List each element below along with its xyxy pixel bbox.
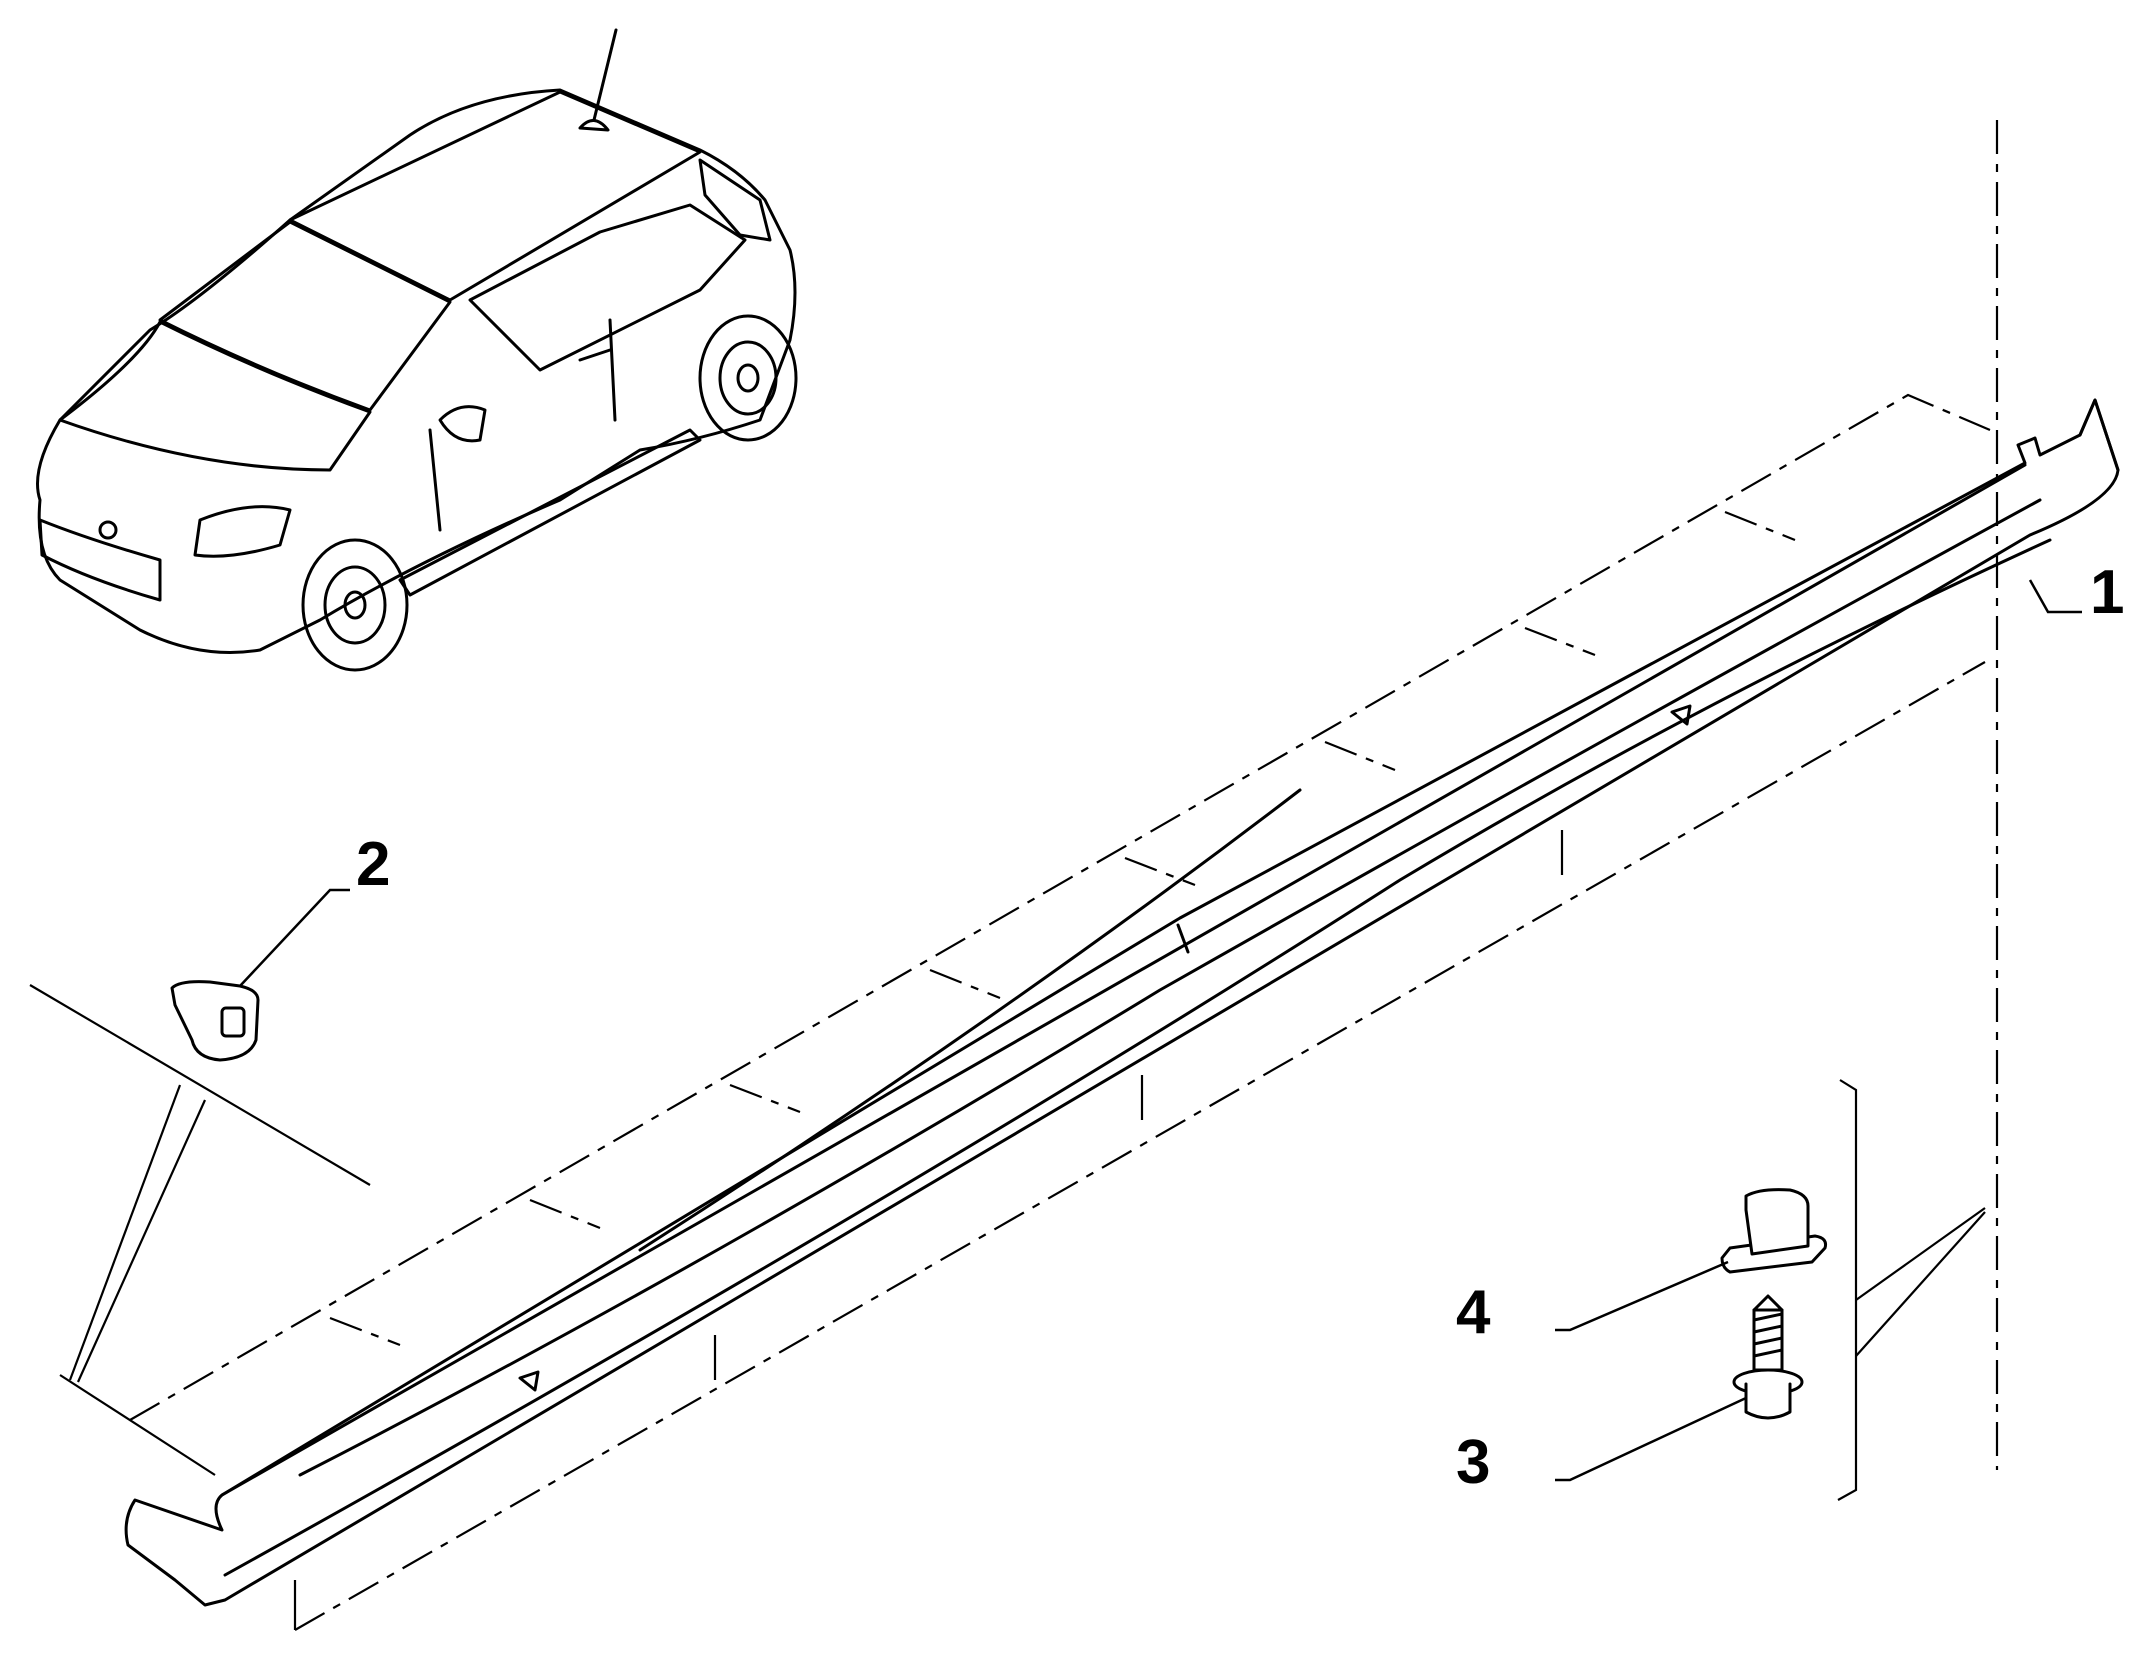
car-headlight: [193, 505, 292, 558]
car-side-window: [468, 203, 747, 372]
side-skirt-edge-lower: [223, 538, 2052, 1577]
leader-4: [1555, 1260, 1729, 1332]
screw-head: [1744, 1382, 1792, 1420]
car-badge: [98, 520, 118, 540]
side-skirt-end-cap: [2078, 398, 2120, 472]
car-side-sill: [398, 428, 702, 597]
side-skirt-logo-front: [518, 1370, 540, 1392]
push-clip-body: [170, 980, 260, 1062]
side-skirt-body: [124, 398, 2120, 1607]
callout-3: 3: [1456, 1428, 1491, 1497]
clip-nut-part: [1720, 1188, 1827, 1274]
car-illustration: [36, 28, 798, 672]
car-rear-window: [698, 158, 772, 242]
side-skirt-edge-upper: [220, 463, 2027, 1497]
car-bonnet: [58, 320, 372, 472]
car-windscreen: [158, 220, 452, 412]
screw-thread: [1752, 1312, 1784, 1358]
guide-rungs: [329, 510, 1796, 1347]
side-skirt-logo-rear: [1670, 704, 1692, 726]
side-skirt-part: [124, 398, 2120, 1607]
car-door-handle: [578, 348, 612, 362]
car-body-outline: [36, 88, 797, 654]
screw-part: [1732, 1294, 1804, 1420]
car-grille: [38, 518, 162, 602]
side-skirt-edge-mid: [298, 498, 2042, 1477]
car-front-wheel: [301, 538, 409, 672]
push-clip-part: [170, 980, 260, 1062]
push-clip-slot: [220, 1006, 246, 1038]
side-skirt-crease: [638, 788, 1302, 1252]
left-bracket: [29, 984, 371, 1476]
assembly-guide-lines: [129, 120, 1999, 1631]
screw-tip: [1752, 1294, 1784, 1312]
car-rear-wheel: [698, 314, 798, 442]
leader-2: [239, 888, 350, 987]
upper-guide-line: [129, 393, 1991, 1421]
leader-3: [1555, 1396, 1747, 1482]
lower-guide-line: [294, 661, 1986, 1631]
car-mirror: [438, 405, 487, 443]
callout-1: 1: [2090, 558, 2125, 627]
side-skirt-tab: [1176, 923, 1190, 954]
callout-2: 2: [356, 830, 391, 899]
car-roof: [288, 90, 702, 302]
callout-leaders: [239, 579, 2082, 1482]
clip-nut-body: [1744, 1188, 1810, 1256]
car-door-line: [428, 318, 617, 532]
callout-4: 4: [1456, 1278, 1491, 1347]
right-bracket: [1837, 1079, 1986, 1501]
guide-ticks: [293, 830, 1564, 1630]
leader-1: [2028, 579, 2082, 614]
car-antenna-base: [578, 119, 610, 132]
